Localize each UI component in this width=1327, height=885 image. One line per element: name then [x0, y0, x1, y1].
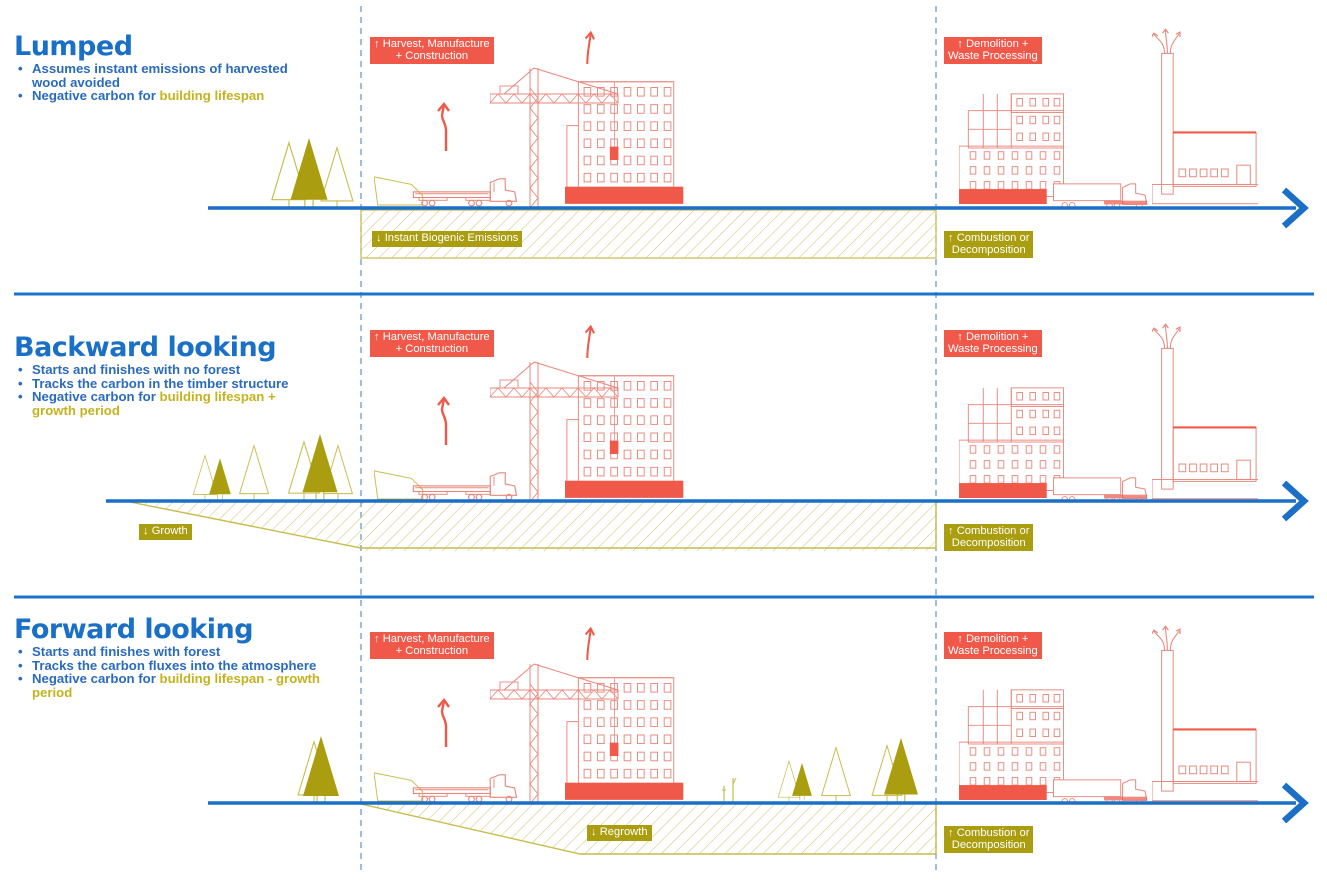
emission-arrow-icon [436, 102, 451, 152]
demolition-waste-processing-tag: ↑ Demolition +Waste Processing [944, 37, 1042, 64]
tag-line: ↓ Growth [143, 525, 188, 537]
emission-arrow-icon [436, 396, 451, 446]
tag-line: ↓ Regrowth [591, 826, 648, 838]
highlight-text: period [32, 684, 73, 700]
tag-line: ↑ Harvest, Manufacture [374, 38, 490, 50]
panel-backward-description: Backward looking Starts and finishes wit… [14, 333, 289, 417]
tag-line: Decomposition [951, 243, 1026, 256]
highlight-text: growth period [32, 402, 120, 418]
bullet-item: Starts and finishes with forest [18, 645, 320, 659]
tag-line: ↓ Instant Biogenic Emissions [376, 232, 519, 244]
bullet-text: Negative carbon for [32, 88, 160, 103]
demolished-building-icon [959, 689, 1065, 801]
tag-line: ↑ Demolition + [957, 38, 1029, 50]
emission-arrow-icon [584, 325, 596, 358]
growth-tag: ↓ Growth [139, 524, 192, 540]
waste-truck-icon [1053, 779, 1148, 805]
bullet-text: Tracks the carbon fluxes into the atmosp… [32, 657, 317, 673]
bullet-item: Starts and finishes with no forest [18, 363, 289, 377]
truck-icon [374, 470, 518, 501]
tag-line: Waste Processing [948, 342, 1038, 355]
harvest-manufacture-construction-tag: ↑ Harvest, Manufacture+ Construction [370, 632, 494, 659]
regrowth-tag: ↓ Regrowth [587, 825, 652, 841]
sapling-icon [722, 777, 737, 802]
panel-title: Backward looking [14, 332, 277, 363]
demolition-waste-processing-tag: ↑ Demolition +Waste Processing [944, 330, 1042, 357]
emission-arrow-icon [584, 31, 596, 64]
panel-title: Lumped [14, 31, 133, 62]
bullet-text: Starts and finishes with forest [32, 644, 221, 659]
harvest-manufacture-construction-tag: ↑ Harvest, Manufacture+ Construction [370, 330, 494, 357]
bullet-list: Starts and finishes with no forest Track… [14, 363, 289, 417]
tag-line: ↑ Combustion or [948, 525, 1030, 537]
demolished-building-icon [959, 93, 1065, 205]
demolished-building-icon [959, 387, 1065, 499]
truck-icon [374, 176, 518, 207]
tree-icon [821, 747, 851, 802]
tag-line: Waste Processing [948, 49, 1038, 62]
tag-line: Decomposition [951, 838, 1026, 851]
highlight-text: building lifespan - growth [159, 671, 320, 686]
building-icon [565, 81, 684, 205]
bullet-item: Tracks the carbon fluxes into the atmosp… [18, 657, 320, 673]
bullet-item: Negative carbon for building lifespan + g… [18, 390, 289, 417]
waste-truck-icon [1053, 477, 1148, 503]
bullet-text: wood avoided [32, 74, 120, 90]
bullet-list: Starts and finishes with forest Tracks t… [14, 645, 320, 699]
waste-truck-icon [1053, 183, 1148, 209]
tag-line: Waste Processing [948, 644, 1038, 657]
bullet-item: Assumes instant emissions of harvestedwo… [18, 62, 288, 89]
smokestack-icon [1152, 625, 1258, 802]
panel-forward-graphic [208, 625, 1304, 855]
panel-lumped-description: Lumped Assumes instant emissions of harv… [14, 32, 288, 103]
tree-icon [239, 445, 269, 500]
smokestack-icon [1152, 28, 1258, 205]
building-icon [565, 375, 684, 499]
instant-biogenic-emissions-tag: ↓ Instant Biogenic Emissions [372, 231, 523, 247]
bullet-text: Negative carbon for [32, 671, 160, 686]
tag-line: ↑ Demolition + [957, 331, 1029, 343]
bullet-text: Assumes instant emissions of harvested [32, 61, 288, 76]
smokestack-icon [1152, 323, 1258, 500]
truck-icon [374, 772, 518, 803]
highlight-text: building lifespan [159, 88, 265, 103]
bullet-list: Assumes instant emissions of harvestedwo… [14, 62, 288, 103]
tag-line: Decomposition [951, 536, 1026, 549]
bullet-text: Negative carbon for [32, 389, 160, 404]
emission-arrow-icon [436, 698, 451, 748]
bullet-item: Tracks the carbon in the timber structur… [18, 375, 289, 391]
tag-line: ↑ Harvest, Manufacture [374, 633, 490, 645]
tag-line: ↑ Demolition + [957, 633, 1029, 645]
panel-backward-graphic [106, 323, 1304, 551]
growth-area [130, 502, 936, 551]
harvest-manufacture-construction-tag: ↑ Harvest, Manufacture+ Construction [370, 37, 494, 64]
panel-title: Forward looking [14, 614, 254, 645]
tree-icon [208, 457, 232, 500]
bullet-text: Tracks the carbon in the timber structur… [32, 375, 289, 391]
panel-forward-description: Forward looking Starts and finishes with… [14, 615, 320, 699]
tag-line: + Construction [395, 644, 469, 657]
bullet-text: Starts and finishes with no forest [32, 362, 241, 377]
tag-line: ↑ Harvest, Manufacture [374, 331, 490, 343]
bullet-item: Negative carbon for building lifespan [18, 89, 288, 103]
demolition-waste-processing-tag: ↑ Demolition +Waste Processing [944, 632, 1042, 659]
building-icon [565, 677, 684, 801]
highlight-text: building lifespan + [159, 389, 276, 404]
bullet-item: Negative carbon for building lifespan - … [18, 672, 320, 699]
emission-arrow-icon [584, 627, 596, 660]
tag-line: + Construction [395, 342, 469, 355]
tag-line: ↑ Combustion or [948, 232, 1030, 244]
tag-line: ↑ Combustion or [948, 827, 1030, 839]
tag-line: + Construction [395, 49, 469, 62]
